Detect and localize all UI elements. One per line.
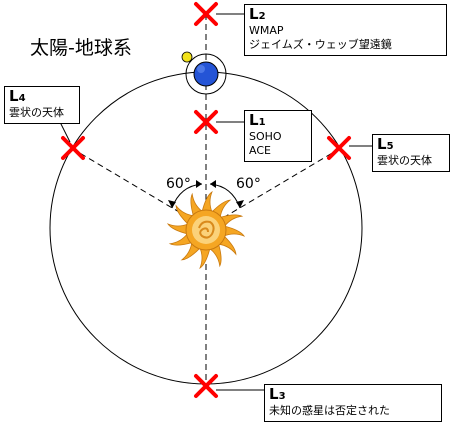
l5-label: L5: [377, 135, 394, 153]
l2-marker-icon: [194, 2, 218, 26]
l2-callout: L2 WMAP ジェイムズ・ウェッブ望遠鏡: [244, 4, 447, 56]
l4-note-1: 雲状の天体: [9, 106, 64, 119]
arrowhead: [210, 180, 216, 188]
diagram-title: 太陽-地球系: [30, 37, 132, 59]
l4-label: L4: [9, 87, 26, 105]
l2-note-1: WMAP: [249, 24, 284, 37]
l1-note-2: ACE: [249, 144, 271, 157]
l5-callout: L5 雲状の天体: [372, 134, 450, 172]
angle-label-left: 60°: [166, 176, 191, 192]
l3-callout: L3 未知の惑星は否定された: [264, 384, 442, 422]
l1-marker-icon: [194, 110, 218, 134]
l5-note-1: 雲状の天体: [377, 154, 432, 167]
sun-to-l5-line: [205, 148, 340, 229]
arrowhead: [168, 200, 176, 208]
l4-callout: L4 雲状の天体: [4, 86, 80, 124]
l4-marker-icon: [61, 136, 85, 160]
sun-icon: [166, 190, 246, 270]
l1-note-1: SOHO: [249, 130, 282, 143]
l1-label: L1: [249, 111, 266, 129]
l2-label: L2: [249, 5, 266, 23]
angle-label-right: 60°: [236, 176, 261, 192]
arrowhead: [236, 200, 244, 208]
l3-note-1: 未知の惑星は否定された: [269, 404, 390, 417]
l3-marker-icon: [194, 374, 218, 398]
arrowhead: [196, 180, 202, 188]
l1-callout: L1 SOHO ACE: [244, 110, 312, 162]
l5-marker-icon: [327, 136, 351, 160]
earth-icon: [185, 53, 227, 95]
l3-label: L3: [269, 385, 286, 403]
l2-note-2: ジェイムズ・ウェッブ望遠鏡: [249, 38, 392, 51]
moon-icon: [181, 51, 193, 63]
